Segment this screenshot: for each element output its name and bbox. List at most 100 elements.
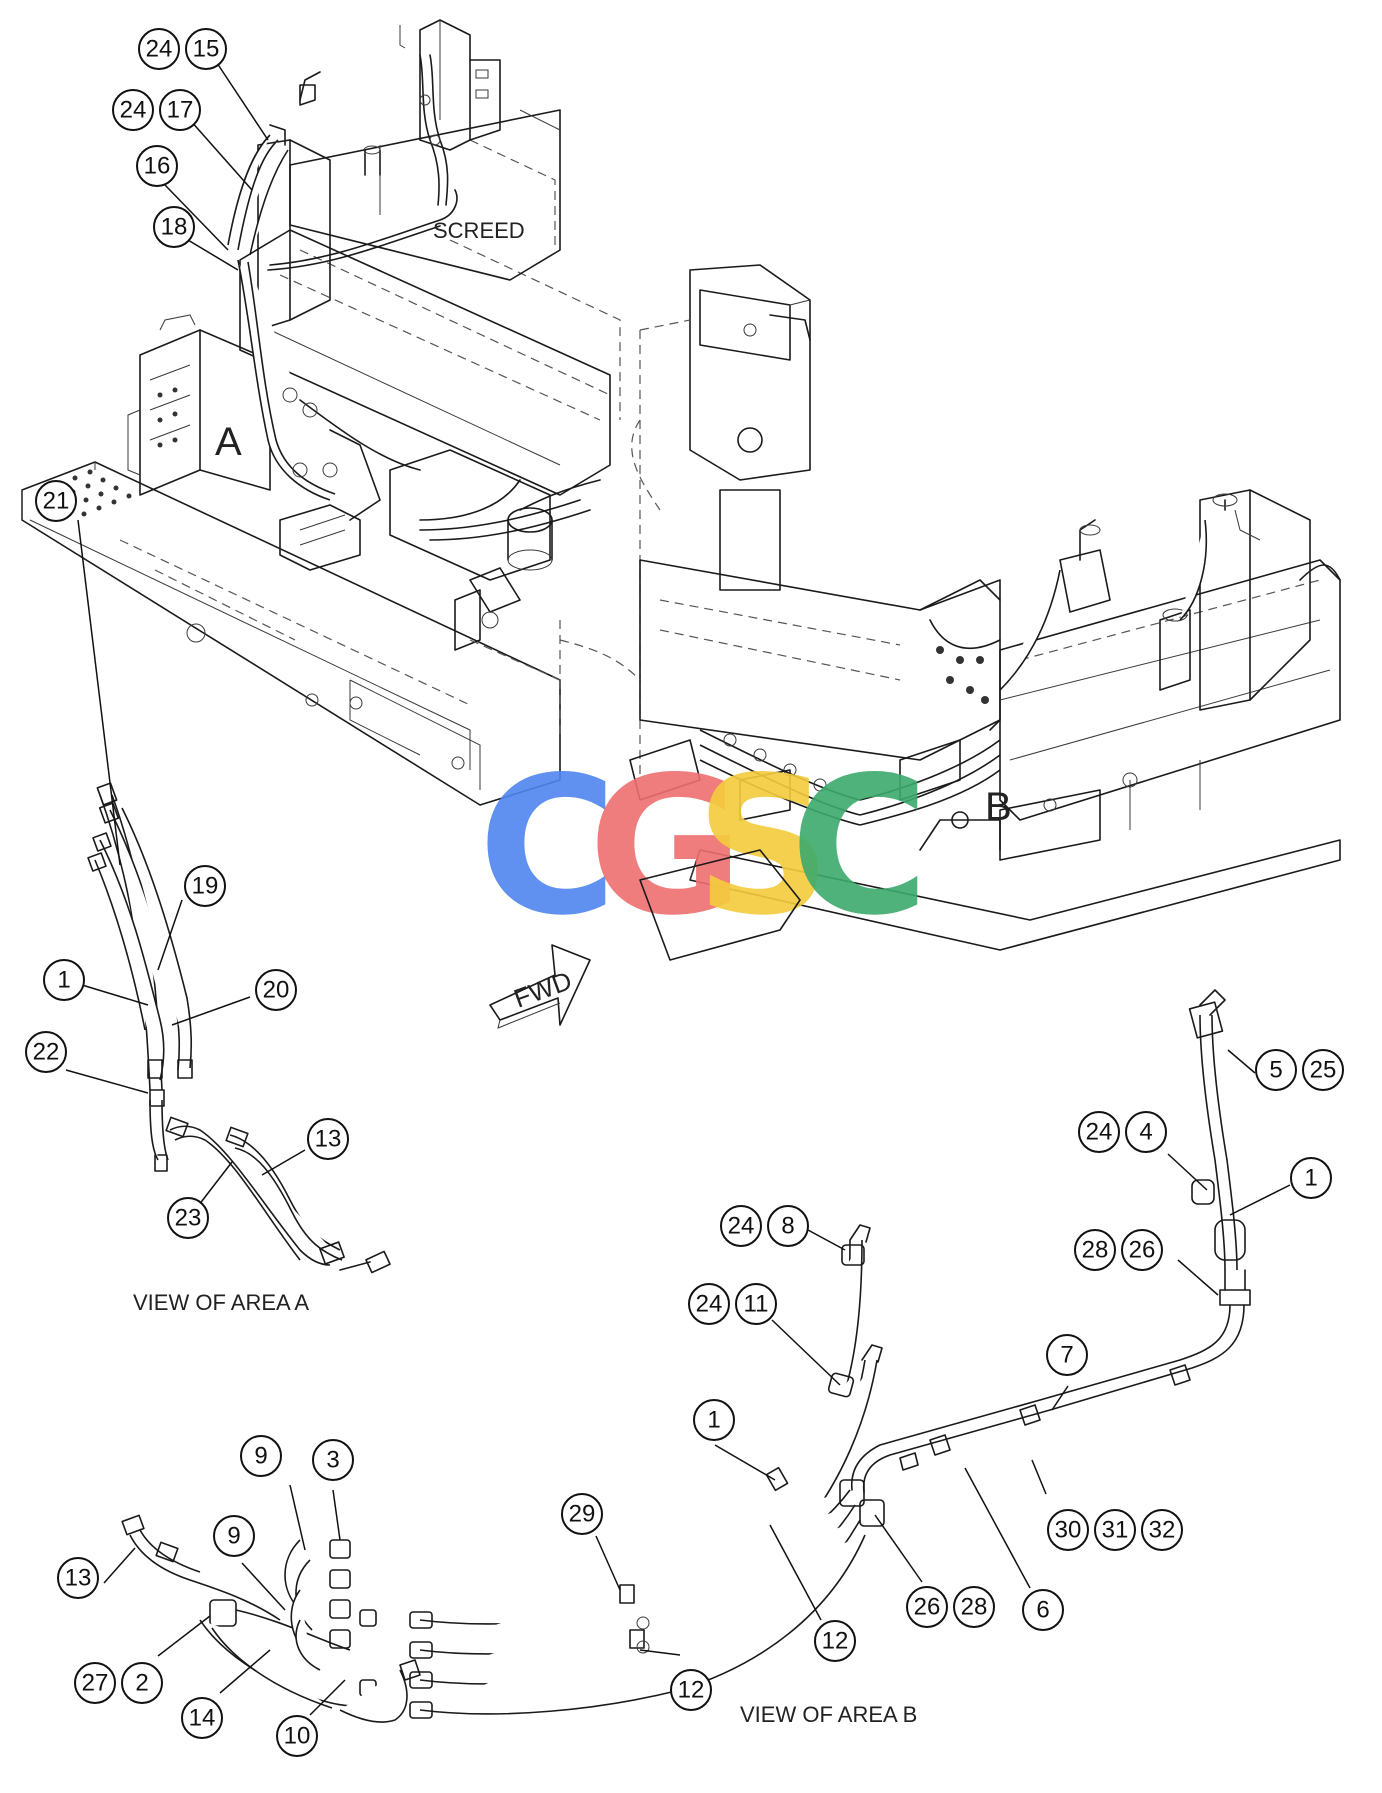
- callout-32: 32: [1141, 1509, 1183, 1551]
- svg-text:28: 28: [961, 1594, 988, 1621]
- svg-text:14: 14: [189, 1705, 216, 1732]
- callout-11: 11: [735, 1283, 777, 1325]
- svg-text:1: 1: [57, 967, 70, 994]
- svg-text:24: 24: [1086, 1119, 1113, 1146]
- watermark-letter-c2: C: [790, 736, 929, 957]
- svg-text:32: 32: [1149, 1517, 1176, 1544]
- svg-text:20: 20: [263, 977, 290, 1004]
- callout-bubbles: 24 15 24 17 16 18 19 21 1 20 22 13 23 5 …: [25, 28, 1344, 1757]
- svg-text:27: 27: [82, 1670, 109, 1697]
- callout-8: 8: [767, 1205, 809, 1247]
- callout-25: 25: [1302, 1049, 1344, 1091]
- watermark-letter-s: S: [695, 736, 832, 957]
- machine-right-drawing: [559, 264, 1341, 951]
- callout-1-b: 1: [1290, 1157, 1332, 1199]
- callout-13-b: 13: [57, 1557, 99, 1599]
- svg-text:7: 7: [1060, 1342, 1073, 1369]
- svg-text:12: 12: [822, 1628, 849, 1655]
- callout-29: 29: [561, 1493, 603, 1535]
- area-a-label: A: [215, 420, 242, 464]
- callout-23: 23: [167, 1197, 209, 1239]
- callout-3: 3: [312, 1439, 354, 1481]
- svg-text:31: 31: [1102, 1517, 1129, 1544]
- watermark-logo: C G S C: [478, 736, 929, 957]
- svg-text:1: 1: [1304, 1165, 1317, 1192]
- callout-1-c: 1: [693, 1399, 735, 1441]
- svg-text:26: 26: [1129, 1237, 1156, 1264]
- forward-arrow-icon: FWD: [489, 944, 591, 1029]
- machine-left-drawing: [21, 19, 621, 806]
- svg-text:25: 25: [1310, 1057, 1337, 1084]
- svg-text:16: 16: [144, 153, 171, 180]
- svg-text:11: 11: [744, 1291, 769, 1318]
- callout-13-a: 13: [307, 1118, 349, 1160]
- callout-19: 19: [184, 865, 226, 907]
- svg-text:21: 21: [43, 488, 70, 515]
- callout-9-b: 9: [213, 1515, 255, 1557]
- view-area-b-drawing: [121, 989, 1251, 1723]
- callout-28-a: 28: [1074, 1229, 1116, 1271]
- callout-14: 14: [181, 1697, 223, 1739]
- svg-text:26: 26: [914, 1594, 941, 1621]
- callout-21: 21: [35, 480, 77, 522]
- callout-18: 18: [153, 206, 195, 248]
- callout-24-d: 24: [720, 1205, 762, 1247]
- callout-10: 10: [276, 1715, 318, 1757]
- callout-24-a: 24: [138, 28, 180, 70]
- callout-5: 5: [1255, 1049, 1297, 1091]
- svg-text:4: 4: [1139, 1119, 1152, 1146]
- callout-24-c: 24: [1078, 1111, 1120, 1153]
- callout-1-a: 1: [43, 959, 85, 1001]
- callout-20: 20: [255, 969, 297, 1011]
- svg-text:5: 5: [1269, 1057, 1282, 1084]
- watermark-letter-g: G: [588, 736, 744, 957]
- svg-text:24: 24: [696, 1291, 723, 1318]
- svg-text:13: 13: [65, 1565, 92, 1592]
- callout-26-b: 26: [906, 1586, 948, 1628]
- svg-text:23: 23: [175, 1205, 202, 1232]
- svg-text:6: 6: [1036, 1597, 1049, 1624]
- view-area-a-caption: VIEW OF AREA A: [133, 1290, 309, 1315]
- area-b-label: B: [985, 785, 1012, 829]
- svg-text:15: 15: [193, 36, 220, 63]
- watermark-letter-c1: C: [478, 736, 617, 957]
- svg-text:2: 2: [135, 1670, 148, 1697]
- callout-16: 16: [136, 145, 178, 187]
- svg-text:19: 19: [192, 873, 219, 900]
- callout-22: 22: [25, 1031, 67, 1073]
- svg-text:13: 13: [315, 1126, 342, 1153]
- svg-text:3: 3: [326, 1447, 339, 1474]
- view-area-b-caption: VIEW OF AREA B: [740, 1702, 917, 1727]
- svg-text:9: 9: [227, 1523, 240, 1550]
- svg-text:9: 9: [254, 1443, 267, 1470]
- svg-text:10: 10: [284, 1723, 311, 1750]
- svg-text:22: 22: [33, 1039, 60, 1066]
- callout-17: 17: [159, 89, 201, 131]
- svg-text:29: 29: [569, 1501, 596, 1528]
- svg-text:24: 24: [120, 97, 147, 124]
- callout-26-a: 26: [1121, 1229, 1163, 1271]
- callout-12-a: 12: [814, 1620, 856, 1662]
- callout-27: 27: [74, 1662, 116, 1704]
- callout-6: 6: [1022, 1589, 1064, 1631]
- callout-24-e: 24: [688, 1283, 730, 1325]
- callout-31: 31: [1094, 1509, 1136, 1551]
- leader-lines: [65, 59, 1291, 1716]
- svg-text:12: 12: [678, 1677, 705, 1704]
- fwd-label: FWD: [510, 965, 576, 1013]
- callout-30: 30: [1047, 1509, 1089, 1551]
- view-area-a-drawing: [87, 782, 391, 1274]
- callout-24-b: 24: [112, 89, 154, 131]
- svg-text:1: 1: [707, 1407, 720, 1434]
- svg-text:17: 17: [167, 97, 194, 124]
- svg-text:8: 8: [781, 1213, 794, 1240]
- callout-7: 7: [1046, 1334, 1088, 1376]
- screed-label: SCREED: [433, 218, 525, 243]
- callout-9-a: 9: [240, 1435, 282, 1477]
- svg-text:24: 24: [728, 1213, 755, 1240]
- svg-text:18: 18: [161, 214, 188, 241]
- svg-text:30: 30: [1055, 1517, 1082, 1544]
- callout-12-b: 12: [670, 1669, 712, 1711]
- svg-text:24: 24: [146, 36, 173, 63]
